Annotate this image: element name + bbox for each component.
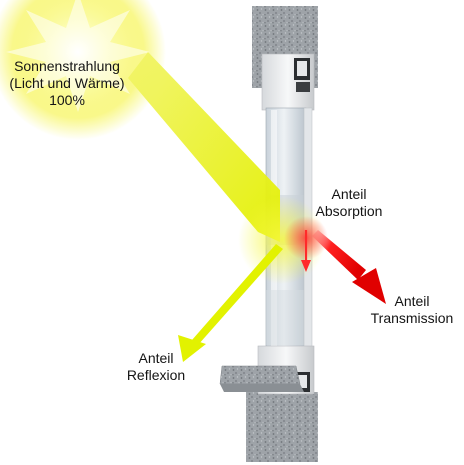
incident-ray <box>128 52 280 242</box>
transmitted-arrowhead-icon <box>352 268 386 304</box>
reflected-ray <box>192 244 283 345</box>
window-sill <box>219 365 301 385</box>
sun-star-icon <box>6 0 150 112</box>
reflection-label: Anteil Reflexion <box>118 350 194 384</box>
reflection-label-line2: Reflexion <box>126 367 186 383</box>
sun-label-line1: Sonnenstrahlung <box>14 58 120 74</box>
reflection-label-line1: Anteil <box>138 350 174 366</box>
absorbed-arrowhead-icon <box>301 260 311 272</box>
reflected-arrowhead-icon <box>178 335 206 362</box>
sun-label-line2: (Licht und Wärme) <box>9 75 125 91</box>
absorption-label-line2: Absorption <box>315 203 383 219</box>
transmission-label-line1: Anteil <box>394 293 430 309</box>
absorption-label-line1: Anteil <box>331 186 367 202</box>
transmission-label: Anteil Transmission <box>362 293 462 327</box>
transmission-label-line2: Transmission <box>370 310 454 326</box>
sun <box>0 0 166 140</box>
sun-label: Sonnenstrahlung (Licht und Wärme) 100% <box>2 58 132 109</box>
absorption-label: Anteil Absorption <box>306 186 392 220</box>
transmitted-ray <box>312 230 366 280</box>
wall-bottom <box>246 392 318 462</box>
sun-label-line3: 100% <box>49 92 85 108</box>
wall-lower-right <box>302 392 318 462</box>
